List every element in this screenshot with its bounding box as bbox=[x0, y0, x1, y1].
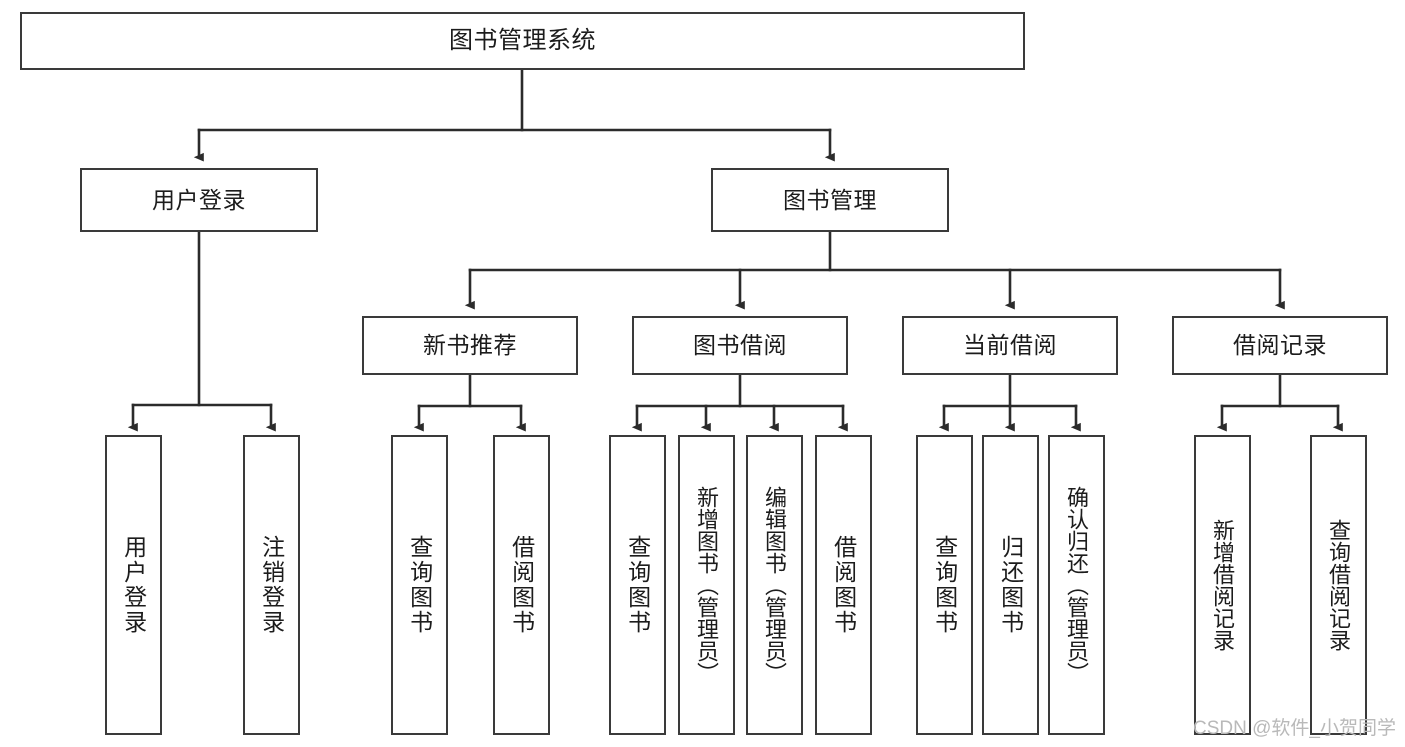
node-new-book-recommend[interactable]: 新书推荐 bbox=[362, 316, 578, 375]
node-label: 借阅记录 bbox=[1233, 332, 1327, 359]
leaf-logout[interactable]: 注销登录 bbox=[243, 435, 300, 735]
node-root-book-management-system[interactable]: 图书管理系统 bbox=[20, 12, 1025, 70]
node-current-borrow[interactable]: 当前借阅 bbox=[902, 316, 1118, 375]
leaf-return-book[interactable]: 归还图书 bbox=[982, 435, 1039, 735]
node-borrow-record[interactable]: 借阅记录 bbox=[1172, 316, 1388, 375]
node-label: 新增借阅记录 bbox=[1210, 519, 1236, 651]
node-label: 查询图书 bbox=[624, 535, 651, 635]
node-label: 注销登录 bbox=[258, 535, 285, 635]
node-label: 用户登录 bbox=[152, 186, 246, 213]
node-label: 新书推荐 bbox=[423, 332, 517, 359]
leaf-add-borrow-record[interactable]: 新增借阅记录 bbox=[1194, 435, 1251, 735]
node-label: 图书管理系统 bbox=[449, 27, 596, 55]
node-label: 图书管理 bbox=[783, 186, 877, 213]
node-label: 新增图书（管理员） bbox=[694, 486, 720, 684]
node-label: 确认归还（管理员） bbox=[1064, 486, 1090, 684]
node-label: 图书借阅 bbox=[693, 332, 787, 359]
node-label: 编辑图书（管理员） bbox=[762, 486, 788, 684]
leaf-user-login[interactable]: 用户登录 bbox=[105, 435, 162, 735]
node-label: 归还图书 bbox=[997, 535, 1024, 635]
leaf-add-book-admin[interactable]: 新增图书（管理员） bbox=[678, 435, 735, 735]
node-label: 用户登录 bbox=[120, 535, 147, 635]
leaf-borrow-book-recommend[interactable]: 借阅图书 bbox=[493, 435, 550, 735]
node-book-management[interactable]: 图书管理 bbox=[711, 168, 949, 232]
csdn-watermark: CSDN @软件_小贺同学 bbox=[1193, 718, 1396, 739]
leaf-borrow-book[interactable]: 借阅图书 bbox=[815, 435, 872, 735]
leaf-query-book-current[interactable]: 查询图书 bbox=[916, 435, 973, 735]
leaf-edit-book-admin[interactable]: 编辑图书（管理员） bbox=[746, 435, 803, 735]
node-label: 查询借阅记录 bbox=[1326, 519, 1352, 651]
node-label: 当前借阅 bbox=[963, 332, 1057, 359]
leaf-query-borrow-record[interactable]: 查询借阅记录 bbox=[1310, 435, 1367, 735]
node-user-login[interactable]: 用户登录 bbox=[80, 168, 318, 232]
leaf-query-book-recommend[interactable]: 查询图书 bbox=[391, 435, 448, 735]
leaf-query-book-borrow[interactable]: 查询图书 bbox=[609, 435, 666, 735]
node-book-borrow[interactable]: 图书借阅 bbox=[632, 316, 848, 375]
node-label: 查询图书 bbox=[406, 535, 433, 635]
node-label: 查询图书 bbox=[931, 535, 958, 635]
leaf-confirm-return-admin[interactable]: 确认归还（管理员） bbox=[1048, 435, 1105, 735]
node-label: 借阅图书 bbox=[508, 535, 535, 635]
node-label: 借阅图书 bbox=[830, 535, 857, 635]
